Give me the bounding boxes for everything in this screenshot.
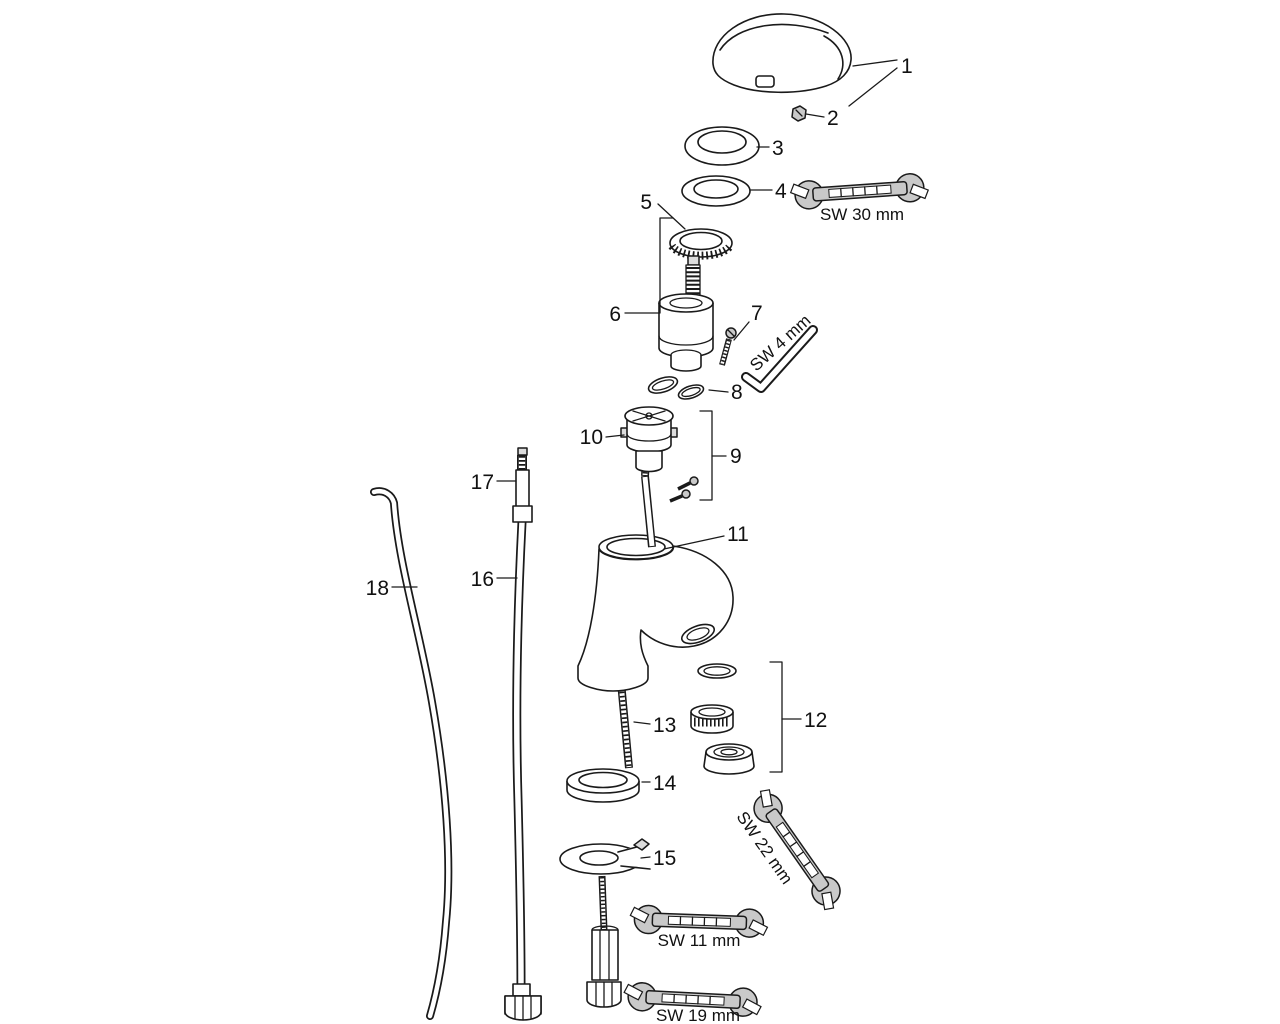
part-18-supply-hose [370, 487, 453, 1020]
tool-label-sw11: SW 11 mm [658, 931, 741, 950]
part-label-12: 12 [804, 709, 827, 732]
part-label-10: 10 [580, 426, 603, 449]
part-17-hose-connector [512, 447, 533, 523]
part-13-threaded-rod [617, 681, 633, 769]
part-7-screw [719, 327, 737, 366]
part-label-9: 9 [730, 445, 742, 468]
part-5-threaded-ring [668, 228, 734, 260]
part-label-15: 15 [653, 847, 676, 870]
part-8-seal-rings [647, 376, 705, 400]
part-label-7: 7 [751, 302, 763, 325]
part-label-6: 6 [609, 303, 621, 326]
part-2-grub-screw [791, 105, 807, 122]
part-label-8: 8 [731, 381, 743, 404]
part-12-aerator-group [690, 663, 755, 775]
part-3-cap-ring [684, 126, 760, 166]
tool-label-sw30: SW 30 mm [820, 205, 904, 224]
tool-sw4-allen-key [741, 325, 818, 393]
part-label-18: 18 [366, 577, 389, 600]
part-label-4: 4 [775, 180, 787, 203]
part-4-ring-nut [681, 175, 751, 207]
tool-label-sw19: SW 19 mm [656, 1006, 740, 1024]
leader-lines [391, 59, 898, 859]
part-16-flexible-hose [504, 521, 542, 1021]
part-label-11: 11 [727, 523, 749, 546]
part-label-1: 1 [901, 55, 913, 78]
mounting-stud [586, 875, 622, 1008]
part-label-17: 17 [471, 471, 494, 494]
part-1-handle-lever [712, 13, 852, 94]
part-label-14: 14 [653, 772, 677, 795]
part-9-screws [669, 476, 699, 503]
part-label-3: 3 [772, 137, 784, 160]
part-10-valve-adapter [620, 406, 678, 473]
part-14-base-gasket [566, 768, 640, 803]
part-label-2: 2 [827, 107, 839, 130]
part-15-mounting-washer [559, 838, 656, 875]
part-labels: 1 2 3 4 5 6 7 8 9 10 11 12 13 14 15 16 1… [366, 55, 913, 870]
part-label-16: 16 [471, 568, 494, 591]
part-6-cartridge [658, 255, 714, 372]
part-11-faucet-body [577, 459, 734, 692]
part-label-5: 5 [640, 191, 652, 214]
part-label-13: 13 [653, 714, 676, 737]
